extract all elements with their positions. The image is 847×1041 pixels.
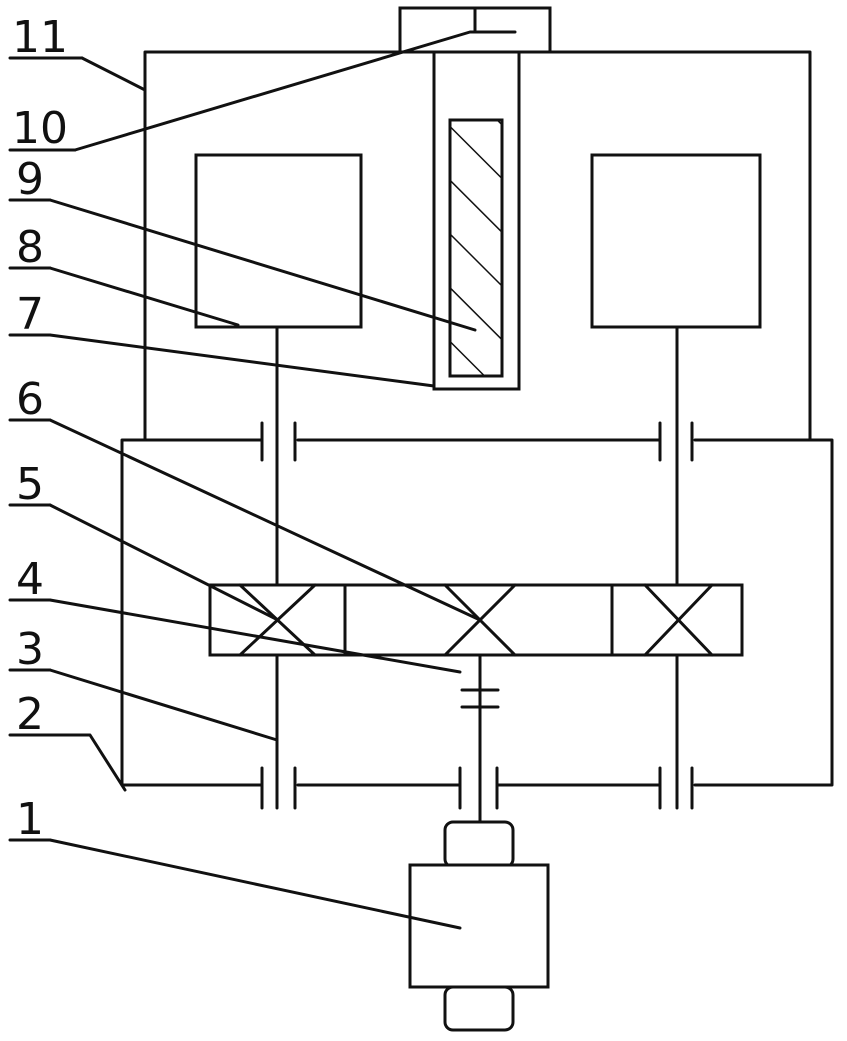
leader-line-7 bbox=[48, 333, 436, 388]
leader-line-4 bbox=[48, 598, 462, 674]
part-label-8: 8 bbox=[16, 222, 44, 273]
part-label-6: 6 bbox=[16, 374, 44, 425]
part-label-2: 2 bbox=[16, 689, 44, 740]
part-label-9: 9 bbox=[16, 154, 44, 205]
leader-line-10 bbox=[73, 30, 517, 152]
left-motor-box bbox=[194, 153, 363, 329]
gear-cross-right bbox=[643, 583, 714, 657]
part-label-3: 3 bbox=[16, 624, 44, 675]
motor-bottom-cap bbox=[443, 985, 515, 1032]
gear-bar bbox=[208, 583, 744, 657]
leader-line-3 bbox=[48, 668, 279, 742]
leader-line-6 bbox=[48, 418, 482, 622]
leader-line-11 bbox=[80, 56, 147, 92]
part-label-11: 11 bbox=[12, 12, 68, 63]
motor-top-cap bbox=[443, 820, 515, 869]
part-label-10: 10 bbox=[12, 103, 68, 154]
leader-line-1 bbox=[48, 838, 462, 930]
right-motor-box bbox=[590, 153, 762, 329]
leader-line-9 bbox=[48, 198, 477, 332]
motor-body bbox=[408, 863, 550, 989]
part-label-4: 4 bbox=[16, 554, 44, 605]
hatched-core bbox=[448, 118, 504, 378]
part-label-5: 5 bbox=[16, 459, 44, 510]
leader-line-8 bbox=[48, 266, 240, 327]
part-label-7: 7 bbox=[16, 289, 44, 340]
part-label-1: 1 bbox=[16, 794, 44, 845]
leader-line-5 bbox=[48, 503, 280, 622]
leader-line-2 bbox=[48, 733, 127, 792]
